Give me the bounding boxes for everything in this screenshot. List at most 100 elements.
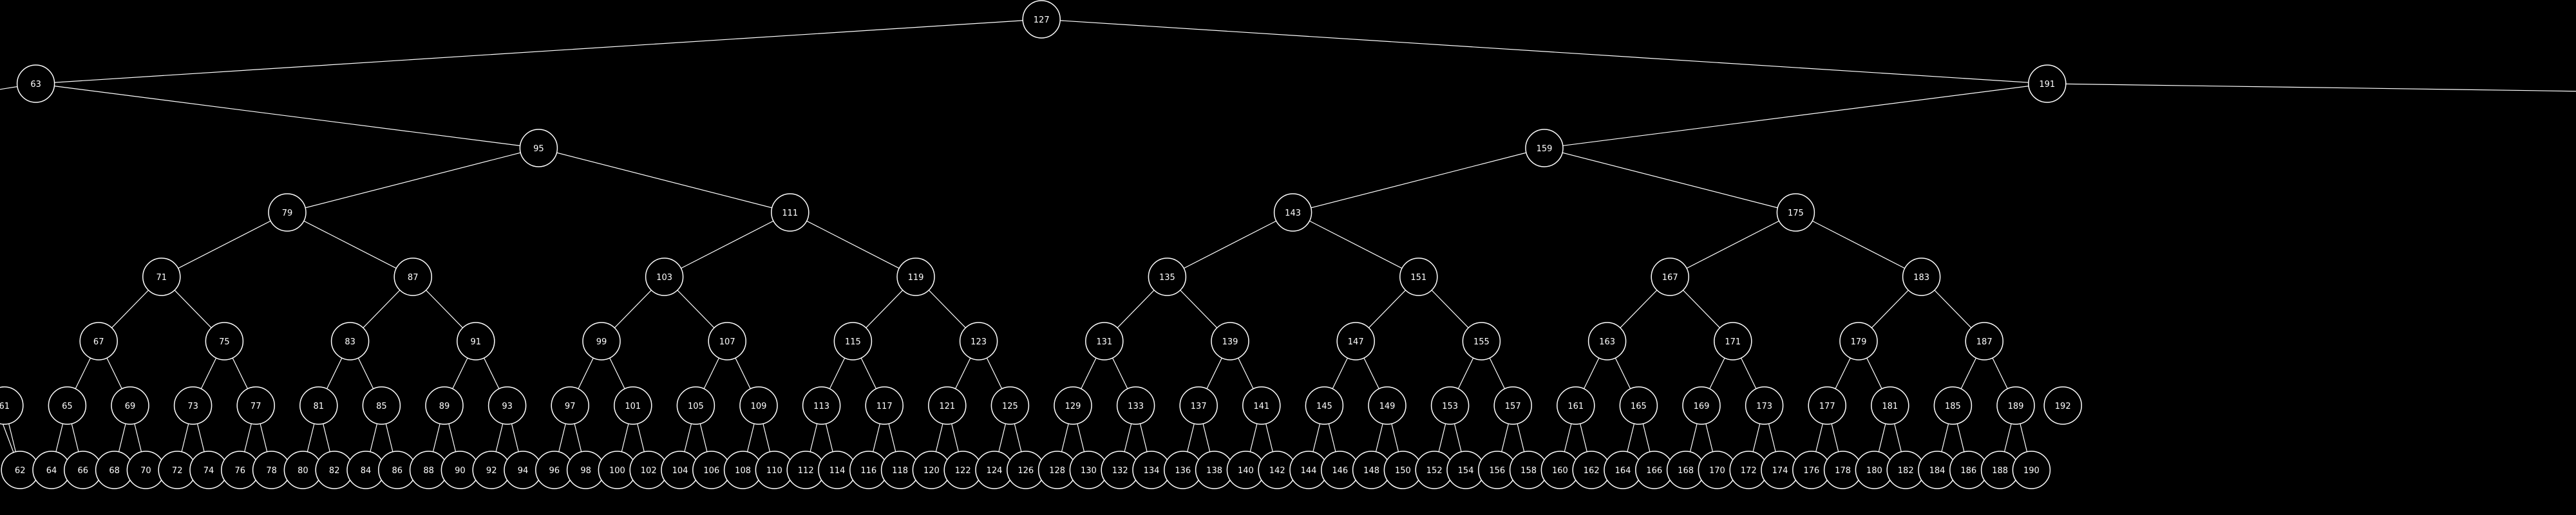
tree-node-76: 76: [221, 451, 260, 489]
tree-edge-95-111: [538, 147, 790, 213]
tree-node-label: 114: [829, 466, 846, 476]
tree-node-111: 111: [771, 193, 810, 232]
tree-node-label: 98: [580, 466, 591, 476]
tree-node-circle: [48, 386, 87, 425]
tree-node-label: 91: [471, 337, 482, 347]
tree-node-171: 171: [1714, 322, 1752, 360]
tree-node-187: 187: [1965, 322, 2003, 360]
tree-node-label: 78: [266, 466, 277, 476]
tree-node-label: 72: [172, 466, 183, 476]
tree-node-182: 182: [1886, 451, 1925, 489]
tree-node-label: 126: [1018, 466, 1034, 476]
tree-node-circle: [1336, 322, 1375, 360]
tree-node-61: 61: [0, 386, 24, 425]
tree-node-circle: [1399, 258, 1438, 296]
tree-node-circle: [1933, 386, 1973, 425]
tree-node-label: 139: [1222, 337, 1238, 347]
tree-node-circle: [1179, 386, 1218, 425]
tree-node-label: 141: [1253, 402, 1269, 411]
tree-node-67: 67: [79, 322, 118, 360]
tree-node-79: 79: [268, 193, 307, 232]
tree-node-183: 183: [1902, 258, 1941, 296]
tree-node-label: 74: [204, 466, 214, 476]
tree-node-label: 76: [235, 466, 246, 476]
tree-node-141: 141: [1242, 386, 1281, 425]
tree-node-circle: [1273, 193, 1312, 232]
tree-node-circle: [739, 386, 778, 425]
tree-node-label: 177: [1819, 402, 1835, 411]
tree-node-115: 115: [833, 322, 873, 360]
tree-node-circle: [1745, 386, 1784, 425]
tree-node-179: 179: [1839, 322, 1878, 360]
tree-node-circle: [551, 386, 589, 425]
tree-node-circle: [1776, 193, 1815, 232]
tree-node-circle: [1871, 386, 1909, 425]
tree-node-label: 67: [93, 337, 104, 347]
tree-node-label: 94: [518, 466, 529, 476]
tree-node-146: 146: [1321, 451, 1359, 489]
tree-node-circle: [1996, 386, 2035, 425]
tree-node-80: 80: [283, 451, 323, 489]
tree-node-label: 113: [813, 402, 829, 411]
tree-edge-79-87: [287, 212, 413, 277]
tree-node-label: 84: [361, 466, 372, 476]
tree-node-circle: [205, 322, 244, 360]
tree-node-125: 125: [990, 386, 1030, 425]
tree-node-label: 184: [1929, 466, 1946, 476]
tree-node-165: 165: [1619, 386, 1658, 425]
tree-node-label: 161: [1567, 402, 1584, 411]
tree-node-label: 87: [408, 273, 419, 283]
tree-node-74: 74: [189, 451, 228, 489]
tree-node-label: 127: [1034, 15, 1050, 25]
tree-node-circle: [1462, 322, 1501, 360]
tree-node-circle: [330, 322, 370, 360]
tree-edge-175-167: [1669, 212, 1796, 277]
tree-node-label: 109: [751, 402, 767, 411]
tree-node-label: 93: [502, 402, 513, 411]
tree-node-circle: [1085, 322, 1124, 360]
tree-node-circle: [676, 386, 715, 425]
tree-node-label: 190: [2023, 466, 2040, 476]
tree-node-159: 159: [1525, 129, 1564, 167]
tree-node-label: 75: [219, 337, 230, 347]
tree-node-label: 140: [1238, 466, 1254, 476]
tree-node-label: 187: [1976, 337, 1993, 347]
tree-node-circle: [1587, 322, 1627, 360]
tree-node-circle: [268, 193, 307, 232]
tree-node-87: 87: [393, 258, 432, 296]
tree-node-label: 117: [876, 402, 893, 411]
tree-node-label: 157: [1505, 402, 1521, 411]
tree-node-label: 134: [1144, 466, 1160, 476]
tree-node-152: 152: [1415, 451, 1454, 489]
tree-node-123: 123: [959, 322, 998, 360]
tree-node-label: 89: [439, 402, 450, 411]
tree-node-circle: [1965, 322, 2003, 360]
tree-node-117: 117: [865, 386, 904, 425]
tree-node-label: 175: [1788, 209, 1804, 218]
tree-node-label: 186: [1960, 466, 1976, 476]
tree-node-192: 192: [2043, 386, 2082, 425]
tree-edge-partial-191: [2047, 83, 2576, 92]
tree-node-label: 71: [156, 273, 167, 283]
tree-node-circle: [1557, 386, 1595, 425]
tree-node-label: 151: [1410, 273, 1426, 283]
tree-node-label: 159: [1537, 144, 1553, 154]
tree-node-157: 157: [1493, 386, 1532, 425]
tree-edge-159-175: [1544, 147, 1796, 213]
tree-node-circle: [1493, 386, 1532, 425]
tree-node-circle: [1368, 386, 1406, 425]
tree-node-circle: [2012, 451, 2051, 489]
tree-node-label: 69: [125, 402, 136, 411]
tree-node-129: 129: [1054, 386, 1092, 425]
tree-node-label: 85: [376, 402, 387, 411]
tree-node-label: 62: [15, 466, 26, 476]
tree-node-191: 191: [2028, 64, 2067, 103]
tree-node-label: 128: [1049, 466, 1065, 476]
tree-node-circle: [2028, 64, 2067, 103]
tree-node-84: 84: [346, 451, 385, 489]
tree-node-119: 119: [896, 258, 935, 296]
tree-node-circle: [425, 386, 464, 425]
tree-node-circle: [614, 386, 652, 425]
